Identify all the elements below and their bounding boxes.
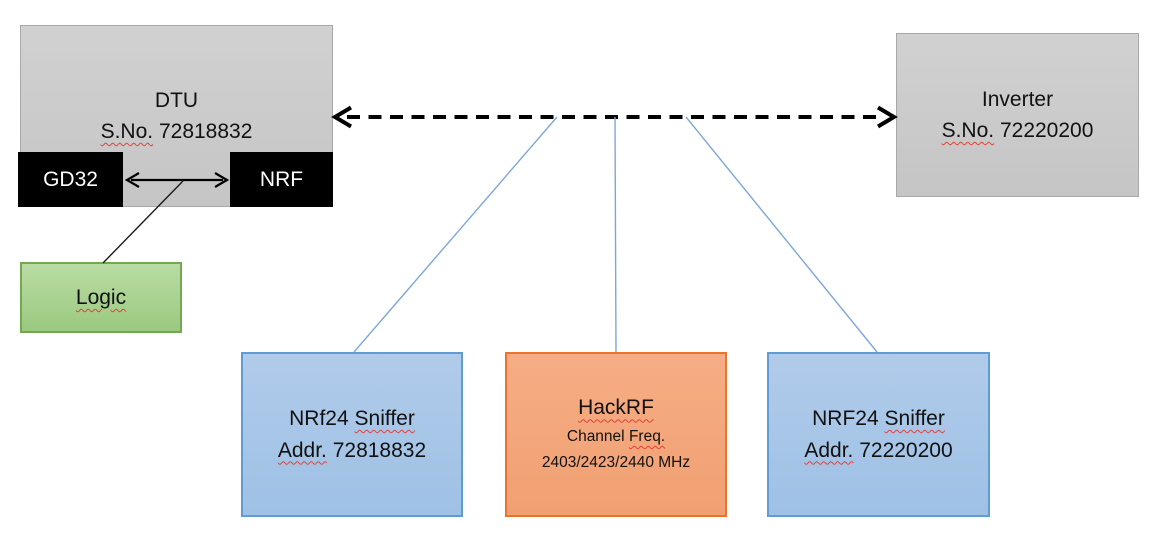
dtu-inverter-dashed-arrow [331, 105, 898, 129]
sniffer-left-addr-value: 72818832 [332, 438, 427, 462]
sniffer-right-address-line: Addr. 72220200 [804, 435, 952, 467]
hackrf-title: HackRF [578, 392, 654, 424]
inverter-serial-line: S.No. 72220200 [942, 115, 1094, 147]
sniffer-right-box: NRF24 Sniffer Addr. 72220200 [767, 352, 990, 517]
sniffer-right-addr-value: 72220200 [859, 438, 953, 462]
gd32-chip-box: GD32 [18, 152, 123, 207]
sniffer-left-connector [353, 116, 558, 353]
hackrf-channel-word: Channel [566, 427, 625, 445]
hackrf-box: HackRF Channel Freq. 2403/2423/2440 MHz [505, 352, 727, 517]
nrf-chip-box: NRF [230, 152, 333, 207]
sniffer-left-model: NRf24 [289, 407, 349, 430]
inverter-name: Inverter [981, 87, 1054, 111]
dtu-serial-number: 72818832 [158, 120, 253, 143]
inverter-serial-number: 72220200 [999, 119, 1094, 142]
sniffer-right-connector [685, 116, 878, 353]
gd32-label: GD32 [43, 167, 98, 191]
logic-analyzer-box: Logic [20, 262, 182, 333]
hackrf-frequencies: 2403/2423/2440 MHz [541, 454, 691, 472]
arrowhead-right-icon [876, 105, 898, 129]
hackrf-freq-word: Freq. [628, 427, 666, 445]
inverter-box: Inverter S.No. 72220200 [896, 33, 1139, 197]
hackrf-connector [614, 116, 617, 353]
dtu-serial-line: S.No. 72818832 [101, 116, 253, 148]
dtu-name: DTU [154, 88, 199, 112]
arrowhead-left-icon [331, 105, 353, 129]
sniffer-right-role: Sniffer [884, 407, 945, 430]
sniffer-left-role: Sniffer [354, 407, 415, 430]
inverter-serial-label: S.No. [941, 119, 995, 142]
sniffer-right-model: NRF24 [812, 407, 879, 430]
logic-label: Logic [75, 285, 127, 309]
hackrf-name: HackRF [578, 396, 654, 420]
dtu-serial-label: S.No. [100, 120, 154, 143]
sniffer-left-addr-label: Addr. [277, 438, 327, 462]
sniffer-left-address-line: Addr. 72818832 [278, 435, 426, 467]
inverter-title: Inverter [982, 84, 1053, 116]
sniffer-left-title: NRf24 Sniffer [289, 403, 415, 435]
nrf-label: NRF [259, 167, 304, 191]
sniffer-right-title: NRF24 Sniffer [812, 403, 945, 435]
sniffer-left-box: NRf24 Sniffer Addr. 72818832 [241, 352, 463, 517]
dtu-title: DTU [155, 85, 198, 117]
sniffer-right-addr-label: Addr. [804, 438, 854, 462]
hackrf-freq-label-line: Channel Freq. [567, 424, 665, 450]
